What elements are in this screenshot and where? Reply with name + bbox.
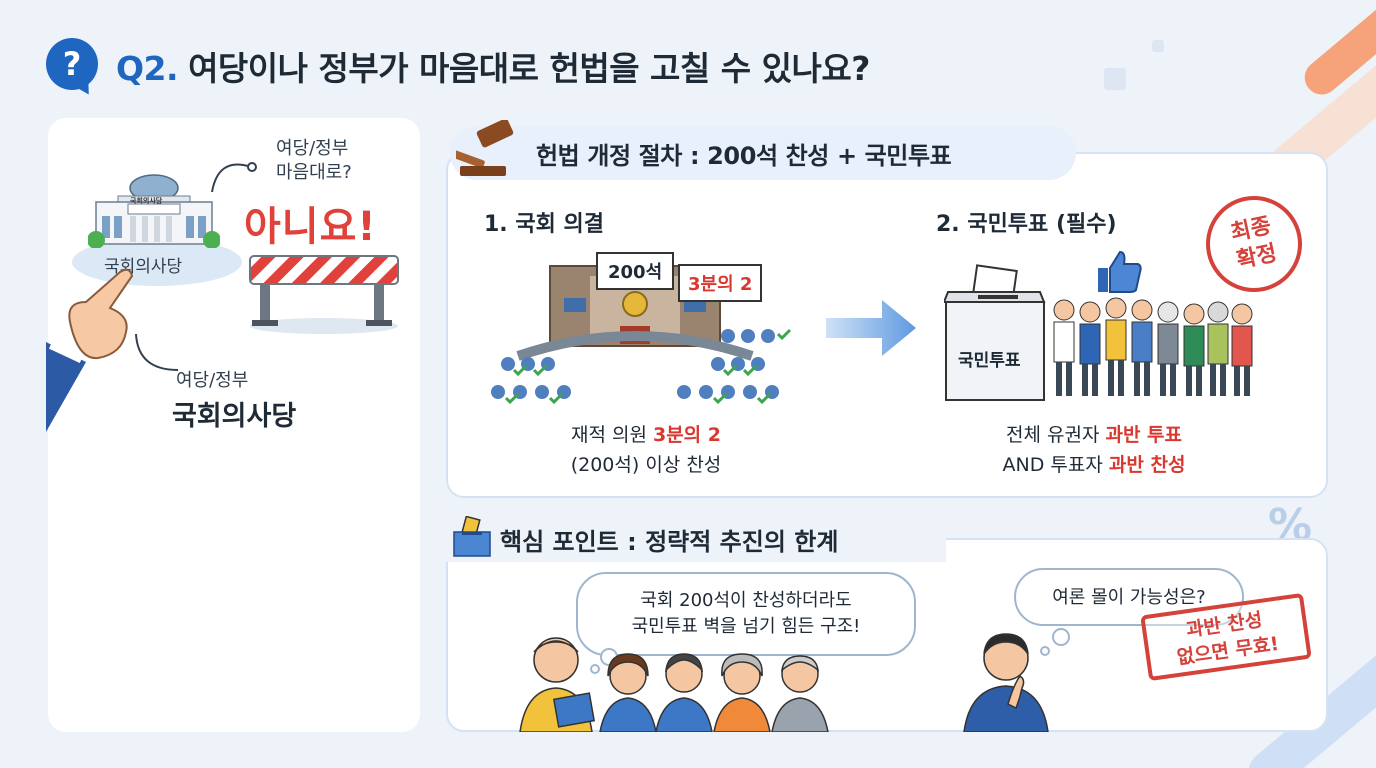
seats-sign: 200석 [596, 252, 675, 290]
thought-dot [1052, 628, 1070, 646]
speech-bubble-right: 여론 몰이 가능성은? [1014, 568, 1244, 626]
check-icon [504, 328, 792, 405]
key-point-heading: 핵심 포인트 : 정략적 추진의 한계 [500, 528, 839, 556]
question-text: 여당이나 정부가 마음대로 헌법을 고칠 수 있나요? [188, 49, 870, 88]
ballot-box-icon [944, 264, 1046, 401]
curved-arrow-icon [135, 333, 179, 371]
step2-caption1-red: 과반 투표 [1105, 424, 1183, 446]
step1-caption-line1: 재적 의원 3분의 2 [526, 420, 766, 450]
answer-no: 아니요! [244, 204, 377, 250]
member-figures [491, 329, 779, 399]
step1-caption: 재적 의원 3분의 2 (200석) 이상 찬성 [526, 420, 766, 480]
fraction-sign: 3분의 2 [678, 264, 763, 302]
thought-dot [590, 664, 600, 674]
question-icon: ? [46, 38, 98, 90]
speech-line-2: 마음대로? [276, 162, 352, 183]
decor-square [1152, 40, 1164, 52]
step2-caption2-pre: AND 투표자 [1002, 454, 1109, 476]
step2-caption-line1: 전체 유권자 과반 투표 [964, 420, 1224, 450]
decor-square [1104, 68, 1126, 90]
step1-caption-pre: 재적 의원 [570, 424, 653, 446]
step2-title: 2. 국민투표 (필수) [936, 212, 1117, 237]
ballot-box-icon [453, 516, 491, 557]
gavel-icon [456, 120, 514, 176]
step2-caption-line2: AND 투표자 과반 찬성 [964, 450, 1224, 480]
step2-caption: 전체 유권자 과반 투표 AND 투표자 과반 찬성 [964, 420, 1224, 480]
citizens-crowd-illustration [1053, 297, 1253, 396]
citizens-group-illustration [519, 637, 829, 732]
national-assembly-building-icon [88, 174, 220, 248]
bottom-left-big-label: 국회의사당 [172, 401, 297, 432]
thumbs-up-icon [1098, 250, 1142, 293]
step2-caption1-pre: 전체 유권자 [1005, 424, 1106, 446]
pointing-hand-icon [46, 268, 134, 432]
curved-arrow-icon [211, 162, 257, 193]
step1-caption-red: 3분의 2 [652, 424, 721, 446]
step2-caption2-red: 과반 찬성 [1108, 454, 1186, 476]
procedure-heading: 헌법 개정 절차 : 200석 찬성 + 국민투표 [450, 126, 1076, 180]
key-point-heading-bg [446, 516, 946, 562]
bottom-left-small-label: 여당/정부 [176, 370, 249, 391]
procedure-heading-text: 헌법 개정 절차 : 200석 찬성 + 국민투표 [536, 141, 952, 170]
arrow-right-icon [826, 300, 916, 356]
speech-left-line1: 국회 200석이 찬성하더라도 [640, 590, 852, 611]
thought-dot [1040, 646, 1050, 656]
step1-caption-line2: (200석) 이상 찬성 [570, 454, 722, 476]
speech-right-text: 여론 몰이 가능성은? [1052, 587, 1206, 608]
thinking-man-illustration [963, 633, 1049, 732]
speech-left-line2: 국민투표 벽을 넘기 힘든 구조! [631, 616, 861, 637]
speech-line-1: 여당/정부 [276, 138, 349, 159]
step1-title: 1. 국회 의결 [484, 212, 604, 237]
barrier-icon [249, 255, 399, 334]
page-title: Q2.여당이나 정부가 마음대로 헌법을 고칠 수 있나요? [116, 42, 870, 90]
question-number: Q2. [116, 49, 179, 88]
ballot-box-label: 국민투표 [958, 351, 1021, 371]
speech-bubble-left: 국회 200석이 찬성하더라도 국민투표 벽을 넘기 힘든 구조! [576, 572, 916, 656]
building-sign: 국회의사당 [130, 197, 163, 205]
